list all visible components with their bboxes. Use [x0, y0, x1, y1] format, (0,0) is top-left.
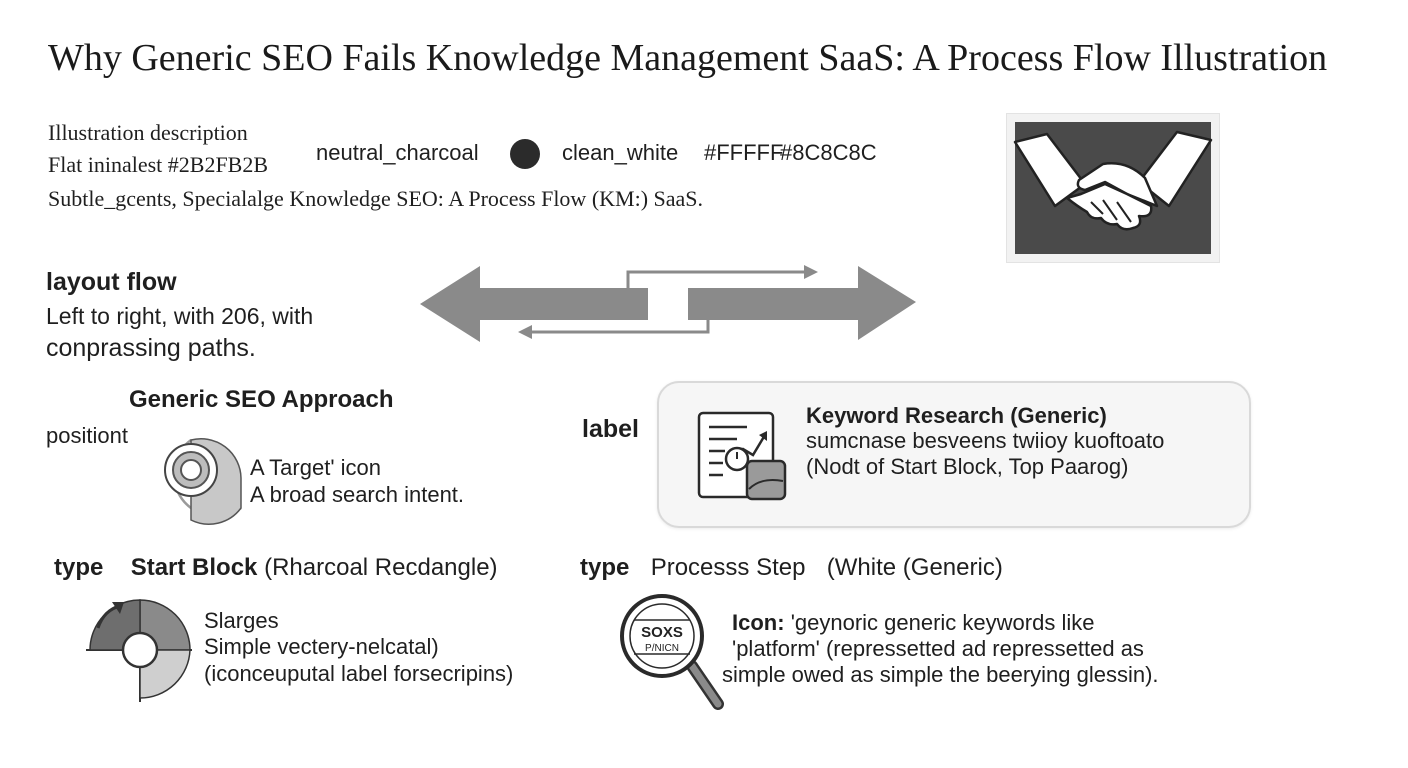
start-block-type-label: type [54, 554, 104, 581]
description-line-3: Subtle_gcents, Specialalge Knowledge SEO… [48, 186, 704, 211]
target-icon [164, 437, 242, 525]
magnifier-icon: SOXS P/NICN [620, 594, 724, 710]
start-block-line-3: (iconceuputal label forsecripins) [204, 661, 514, 686]
process-step-line-1-row: Icon: 'geynoric generic keywords like [732, 610, 1094, 636]
hex-value-2: #8C8C8C [780, 140, 877, 165]
process-step-line-1: 'geynoric generic keywords like [790, 610, 1095, 635]
process-step-name: Processs Step [650, 554, 806, 581]
position-label: positiont [46, 423, 128, 448]
start-block-paren: (Rharcoal Recdangle) [264, 554, 498, 581]
magnifier-text-1: SOXS [641, 624, 683, 641]
magnifier-text-2: P/NICN [645, 643, 679, 654]
process-step-line-3: simple owed as simple the beerying gless… [722, 662, 1159, 687]
process-step-type-label: type [580, 554, 630, 581]
palette-name-charcoal: neutral_charcoal [316, 140, 479, 165]
handshake-icon-frame [1006, 113, 1220, 263]
layout-flow-line-1: Left to right, with 206, with [46, 303, 314, 329]
process-step-line-2: 'platform' (repressetted ad repressetted… [732, 636, 1144, 661]
process-step-icon-label: Icon: [732, 610, 785, 635]
process-step-paren: (White (Generic) [826, 554, 1003, 581]
layout-flow-heading: layout flow [46, 268, 177, 296]
target-icon-caption-1: A Target' icon [250, 455, 381, 480]
start-block-name: Start Block [130, 554, 258, 581]
start-block-type-row: type Start Block (Rharcoal Recdangle) [54, 554, 498, 582]
start-block-line-2: Simple vectery-nelcatal) [204, 634, 439, 659]
palette-name-white: clean_white [562, 140, 679, 165]
page-title: Why Generic SEO Fails Knowledge Manageme… [48, 37, 1328, 79]
target-icon-caption-2: A broad search intent. [250, 482, 465, 507]
pie-target-icon [86, 599, 192, 702]
hex-value-1: #FFFFF [704, 140, 784, 165]
document-chart-icon [697, 411, 787, 501]
keyword-card-line-2: (Nodt of Start Block, Top Paarog) [806, 454, 1129, 479]
handshake-icon [1013, 122, 1213, 254]
keyword-card-line-1: sumcnase besveens twiioy kuoftoato [806, 428, 1165, 453]
layout-flow-line-2: conprassing paths. [46, 334, 256, 362]
charcoal-swatch [510, 139, 540, 169]
keyword-research-card [657, 381, 1251, 528]
start-block-line-1: Slarges [204, 608, 279, 633]
description-line-2: Flat ininalest #2B2FB2B [48, 152, 269, 177]
process-step-type-row: type Processs Step (White (Generic) [580, 554, 1003, 582]
description-line-1: Illustration description [48, 120, 248, 145]
bidirectional-arrows-icon [420, 265, 916, 342]
card-side-label: label [582, 415, 639, 443]
keyword-card-title: Keyword Research (Generic) [806, 403, 1107, 428]
generic-seo-heading: Generic SEO Approach [129, 386, 394, 413]
